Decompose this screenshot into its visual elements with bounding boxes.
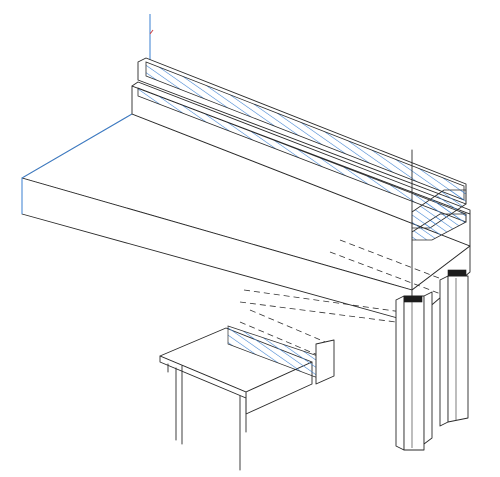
column-profiles <box>395 269 469 451</box>
hidden-lines <box>239 239 471 357</box>
hatched-wall <box>131 57 471 291</box>
top-axis-marker <box>149 14 154 60</box>
frame-profile <box>159 325 335 471</box>
